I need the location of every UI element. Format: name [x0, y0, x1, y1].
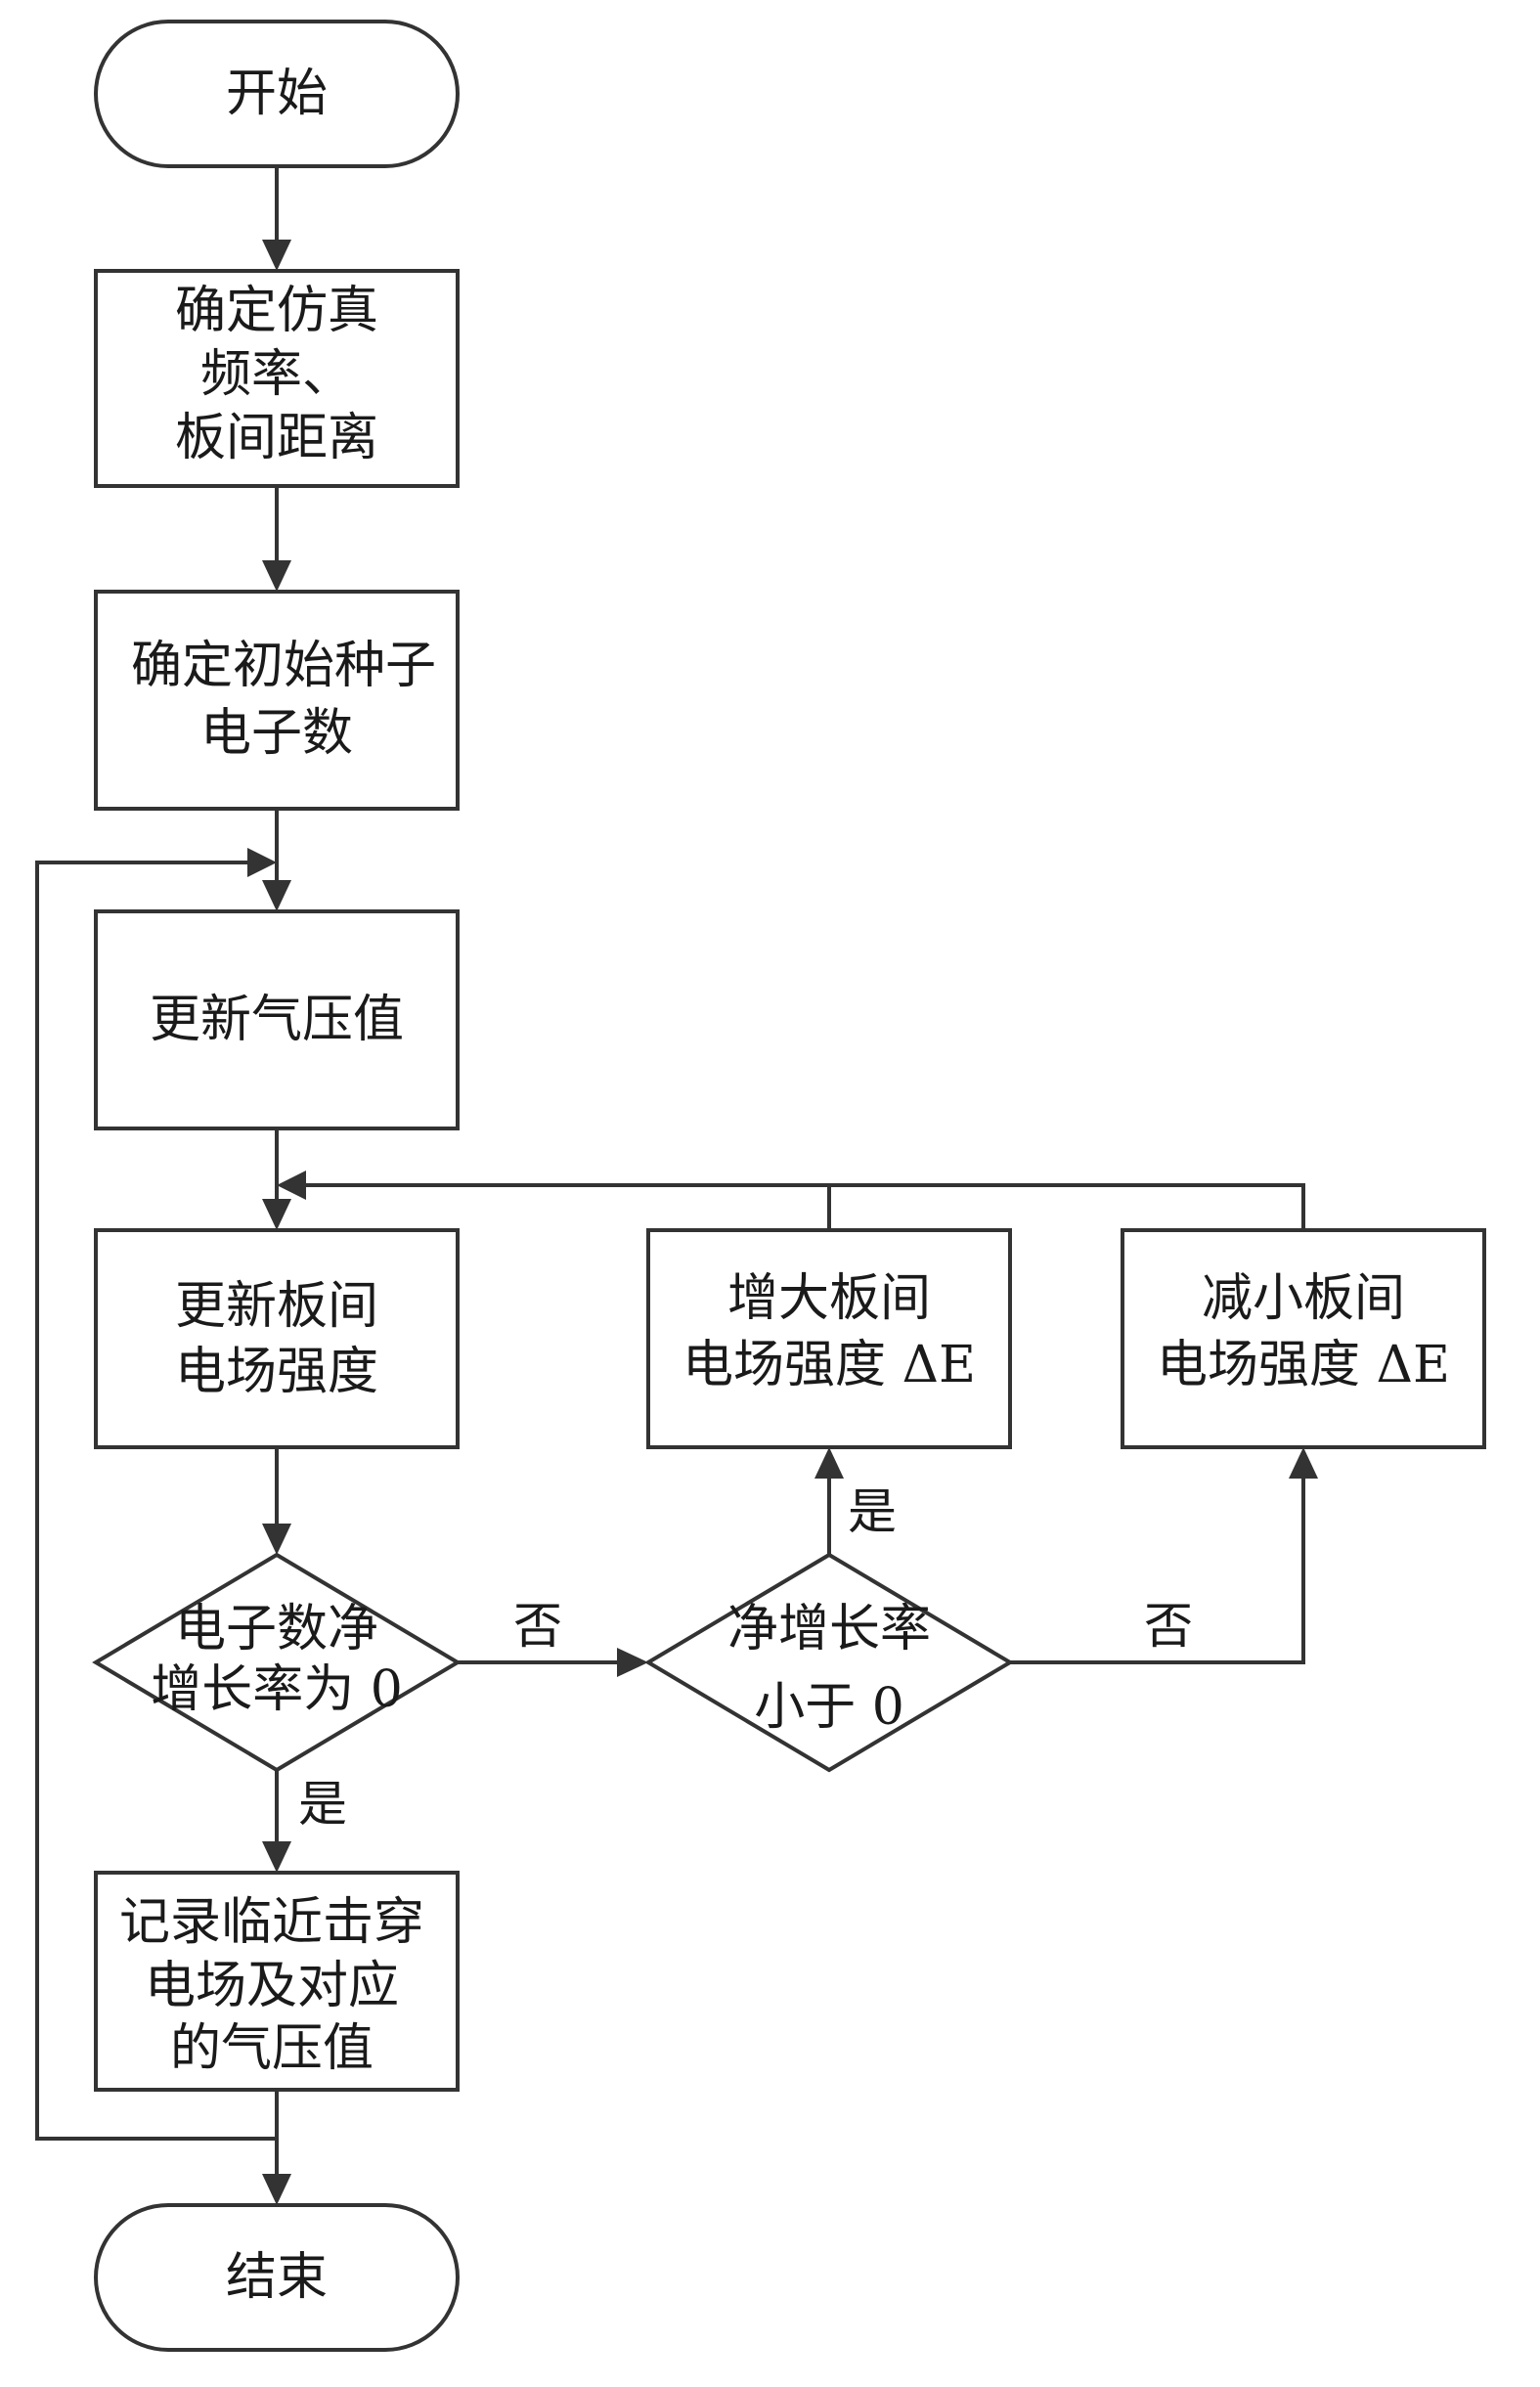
edge-zero-yes-to-record: 是 — [262, 1770, 347, 1873]
update-field-box: 更新板间 电场强度 — [94, 1228, 460, 1449]
arrowhead-down — [262, 1841, 291, 1873]
start-label: 开始 — [226, 65, 328, 123]
arrowhead-down — [262, 880, 291, 911]
zero-growth-decision: 电子数净 增长率为 0 — [92, 1552, 462, 1773]
arrowhead-left — [277, 1171, 306, 1200]
arrowhead-down — [262, 560, 291, 592]
update-field-line-2: 电场强度 — [175, 1343, 378, 1401]
arrowhead-down — [262, 240, 291, 271]
edge-adjust-loop-to-field — [277, 1171, 1305, 1230]
arrowhead-down — [262, 1524, 291, 1555]
decrease-field-line-2: 电场强度 ΔE — [1157, 1336, 1450, 1394]
edge-negative-no-to-decrease: 否 — [1010, 1447, 1318, 1664]
edge-record-to-end — [262, 2090, 291, 2205]
negative-growth-decision: 净增长率 小于 0 — [644, 1552, 1014, 1773]
no-label-zero-decision: 否 — [513, 1598, 562, 1655]
edge-start-to-params — [262, 166, 291, 271]
increase-field-line-1: 增大板间 — [727, 1269, 931, 1328]
arrowhead-right — [617, 1648, 648, 1677]
record-line-2: 电场及对应 — [145, 1957, 399, 2015]
increase-field-box: 增大板间 电场强度 ΔE — [646, 1228, 1012, 1449]
arrowhead-down — [262, 2174, 291, 2205]
seed-electrons-line-2: 电子数 — [200, 704, 353, 763]
update-pressure-label: 更新气压值 — [150, 991, 404, 1049]
decrease-field-box: 减小板间 电场强度 ΔE — [1121, 1228, 1486, 1449]
decrease-field-line-1: 减小板间 — [1202, 1269, 1405, 1328]
edge-negative-yes-to-increase: 是 — [814, 1447, 897, 1555]
edge-pressure-to-field — [262, 1128, 291, 1230]
record-box: 记录临近击穿 电场及对应 的气压值 — [94, 1871, 460, 2092]
set-params-line-3: 板间距离 — [175, 409, 378, 467]
edge-zero-no-to-negative-decision: 否 — [458, 1598, 648, 1677]
update-field-line-1: 更新板间 — [175, 1277, 378, 1336]
arrowhead-right — [247, 848, 277, 877]
negative-growth-line-2: 小于 0 — [754, 1678, 904, 1737]
no-label-negative-decision: 否 — [1144, 1598, 1193, 1655]
zero-growth-line-1: 电子数净 — [175, 1600, 378, 1658]
start-node: 开始 — [94, 20, 460, 168]
set-params-box: 确定仿真 频率、 板间距离 — [94, 269, 460, 488]
set-params-line-2: 频率、 — [200, 345, 353, 404]
edge-seed-to-pressure — [262, 809, 291, 911]
increase-field-line-2: 电场强度 ΔE — [682, 1336, 976, 1394]
edge-field-to-zero-decision — [262, 1447, 291, 1555]
seed-electrons-box: 确定初始种子 电子数 — [94, 590, 460, 811]
end-node: 结束 — [94, 2203, 460, 2352]
set-params-line-1: 确定仿真 — [175, 282, 378, 340]
seed-electrons-line-1: 确定初始种子 — [131, 637, 436, 695]
yes-label-zero-decision: 是 — [298, 1776, 347, 1833]
zero-growth-line-2: 增长率为 0 — [151, 1660, 403, 1719]
arrowhead-up — [1289, 1447, 1318, 1479]
yes-label-negative-decision: 是 — [848, 1483, 897, 1540]
record-line-1: 记录临近击穿 — [119, 1893, 424, 1952]
negative-growth-line-1: 净增长率 — [727, 1600, 931, 1658]
record-line-3: 的气压值 — [170, 2019, 374, 2078]
arrowhead-up — [814, 1447, 844, 1479]
end-label: 结束 — [226, 2248, 328, 2307]
edge-params-to-seed — [262, 486, 291, 592]
arrowhead-down — [262, 1199, 291, 1230]
update-pressure-box: 更新气压值 — [94, 909, 460, 1130]
